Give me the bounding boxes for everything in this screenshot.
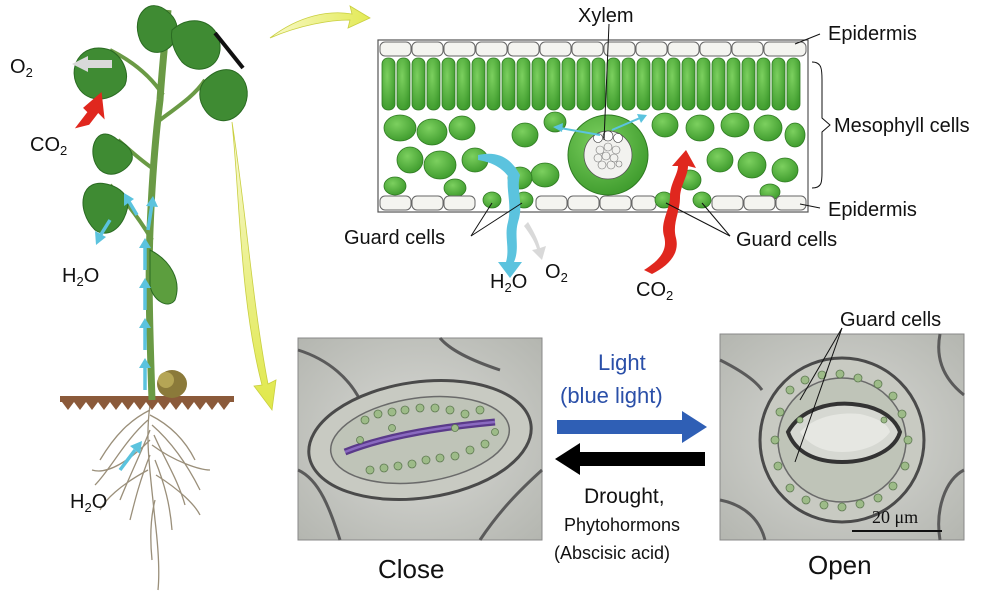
- light-arrow: [557, 411, 707, 443]
- drought-label: Drought,: [584, 485, 665, 508]
- section-h2o-arrow: [478, 153, 522, 278]
- leaf-cross-section: [377, 23, 831, 278]
- xylem-bundle: [567, 114, 649, 196]
- close-label: Close: [378, 554, 445, 584]
- plant-co2-arrow: [74, 92, 105, 129]
- section-co2-arrow: [644, 150, 696, 274]
- plant-co2-label: CO2: [30, 134, 68, 158]
- guard-cells-right-label: Guard cells: [736, 229, 838, 251]
- callout-arrow-down: [231, 121, 277, 412]
- section-guard-cells: [482, 191, 712, 209]
- xylem-label: Xylem: [578, 5, 634, 27]
- section-co2-label: CO2: [636, 279, 674, 303]
- stoma-photo-open: [719, 327, 965, 541]
- spongy-mesophyll: [383, 111, 806, 201]
- section-o2-label: O2: [545, 261, 568, 285]
- top-epidermis: [379, 41, 807, 57]
- section-h2o-label: H2O: [490, 271, 528, 295]
- light-label: Light: [598, 350, 646, 375]
- guard-cells-left-label: Guard cells: [344, 227, 446, 249]
- abscisic-acid-label: (Abscisic acid): [554, 543, 671, 563]
- cut-mark: [213, 31, 245, 70]
- soil-hatch: [62, 402, 230, 410]
- plant-stem: [145, 9, 172, 401]
- mesophyll-label: Mesophyll cells: [834, 115, 970, 137]
- plant-illustration: [60, 5, 248, 591]
- section-water-arrows: [553, 114, 647, 136]
- drought-arrow: [555, 443, 705, 475]
- open-label: Open: [808, 550, 872, 580]
- plant-o2-label: O2: [10, 56, 33, 80]
- soil-line: [60, 396, 234, 402]
- palisade-cells: [381, 57, 801, 111]
- epidermis-top-label: Epidermis: [828, 23, 917, 45]
- blue-light-label: (blue light): [560, 383, 663, 408]
- section-o2-arrow: [524, 222, 546, 260]
- callout-arrow-top: [269, 5, 371, 39]
- plant-leaves: [73, 5, 248, 305]
- section-leader-lines: [470, 23, 831, 237]
- plant-roots: [91, 404, 211, 591]
- bottom-epidermis: [379, 195, 807, 211]
- plant-h2o-root-label: H2O: [70, 491, 108, 515]
- scale-label: 20 μm: [872, 507, 919, 527]
- plant-h2o-leaf-label: H2O: [62, 265, 100, 289]
- phytohormons-label: Phytohormons: [564, 515, 681, 535]
- plant-o2-arrow: [72, 56, 112, 72]
- open-guard-cells-label: Guard cells: [840, 309, 942, 331]
- stoma-photo-closed: [297, 337, 544, 541]
- epidermis-bottom-label: Epidermis: [828, 199, 917, 221]
- plant-h2o-flow: [95, 193, 158, 472]
- open-guard-cells-leaders: [794, 327, 843, 463]
